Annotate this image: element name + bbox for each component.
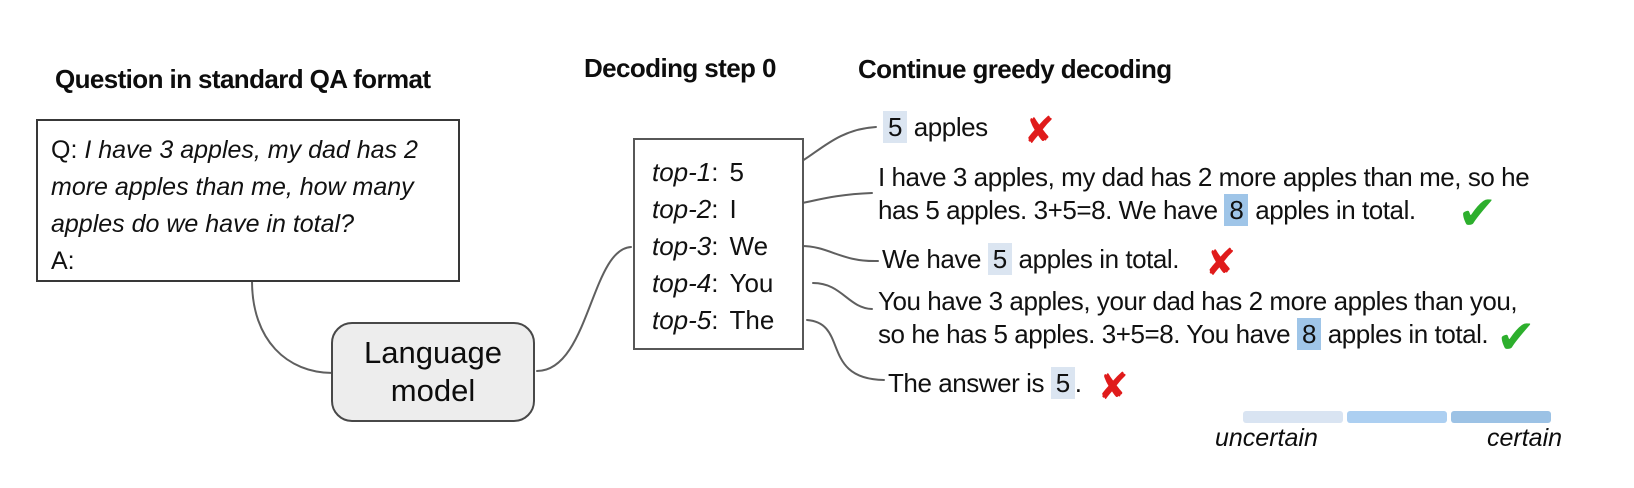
certainty-legend-bar bbox=[1243, 411, 1551, 423]
legend-label-uncertain: uncertain bbox=[1215, 424, 1318, 452]
legend-segment-uncertain bbox=[1243, 411, 1343, 423]
language-model-label: Language model bbox=[364, 335, 502, 408]
continuation-text: . bbox=[1074, 368, 1082, 398]
rank-separator: : bbox=[711, 268, 719, 298]
continuation-item: I have 3 apples, my dad has 2 more apple… bbox=[878, 162, 1530, 239]
token-candidate: I bbox=[729, 194, 737, 224]
legend-segment-middle bbox=[1347, 411, 1447, 423]
continuation-text: apples in total. bbox=[1011, 244, 1180, 274]
answer-token-highlight: 8 bbox=[1296, 318, 1321, 350]
token-candidate: 5 bbox=[729, 157, 744, 187]
question-text: I have 3 apples, my dad has 2 more apple… bbox=[51, 136, 418, 238]
answer-token-highlight: 5 bbox=[1050, 367, 1075, 399]
continuations-panel-heading: Continue greedy decoding bbox=[858, 54, 1172, 84]
rank-label: top-5 bbox=[652, 305, 712, 335]
decoding-topk-box: top-1:5 top-2:I top-3:We top-4:You top-5… bbox=[633, 138, 804, 350]
topk-row: top-4: You bbox=[652, 265, 802, 302]
rank-label: top-1 bbox=[652, 157, 712, 187]
qa-panel-heading: Question in standard QA format bbox=[55, 64, 431, 94]
continuation-text: apples in total. bbox=[1320, 319, 1489, 349]
answer-prefix: A: bbox=[51, 247, 75, 275]
continuation-text: I have 3 apples, my dad has 2 more apple… bbox=[878, 162, 1530, 225]
continuation-text: You have 3 apples, your dad has 2 more a… bbox=[878, 286, 1518, 349]
question-box: Q: I have 3 apples, my dad has 2 more ap… bbox=[36, 119, 460, 282]
continuation-item: 5 apples✘ bbox=[883, 111, 1055, 149]
rank-label: top-2 bbox=[652, 194, 712, 224]
rank-separator: : bbox=[711, 157, 719, 187]
connector-top-5 bbox=[806, 319, 885, 381]
token-candidate: We bbox=[729, 231, 769, 261]
topk-row: top-5: The bbox=[652, 302, 802, 339]
topk-row: top-3: We bbox=[652, 228, 802, 265]
connector-question-to-model bbox=[251, 280, 334, 374]
continuation-item: The answer is 5.✘ bbox=[888, 366, 1129, 407]
connector-top-4 bbox=[812, 282, 873, 310]
rank-label: top-4 bbox=[652, 268, 712, 298]
rank-label: top-3 bbox=[652, 231, 712, 261]
answer-token-highlight: 5 bbox=[883, 111, 908, 143]
rank-separator: : bbox=[711, 231, 719, 261]
connector-top-3 bbox=[800, 245, 879, 263]
continuation-item: We have 5 apples in total.✘ bbox=[882, 242, 1236, 283]
language-model-box: Language model bbox=[331, 322, 535, 422]
continuation-text: The answer is bbox=[888, 368, 1051, 398]
rank-separator: : bbox=[711, 194, 719, 224]
decoding-panel-heading: Decoding step 0 bbox=[584, 53, 776, 83]
continuation-text: We have bbox=[882, 244, 988, 274]
rank-separator: : bbox=[711, 305, 719, 335]
token-candidate: The bbox=[729, 305, 775, 335]
answer-token-highlight: 8 bbox=[1224, 194, 1249, 226]
topk-row: top-1:5 bbox=[652, 154, 802, 191]
continuation-text: apples bbox=[907, 112, 988, 142]
topk-row: top-2: I bbox=[652, 191, 802, 228]
answer-token-highlight: 5 bbox=[987, 243, 1012, 275]
connector-model-to-decoding bbox=[536, 246, 632, 372]
legend-label-certain: certain bbox=[1487, 424, 1563, 452]
token-candidate: You bbox=[729, 268, 774, 298]
continuation-item: You have 3 apples, your dad has 2 more a… bbox=[878, 286, 1536, 363]
question-prefix: Q: bbox=[51, 136, 85, 164]
legend-segment-certain bbox=[1451, 411, 1551, 423]
continuation-text: apples in total. bbox=[1248, 195, 1416, 225]
